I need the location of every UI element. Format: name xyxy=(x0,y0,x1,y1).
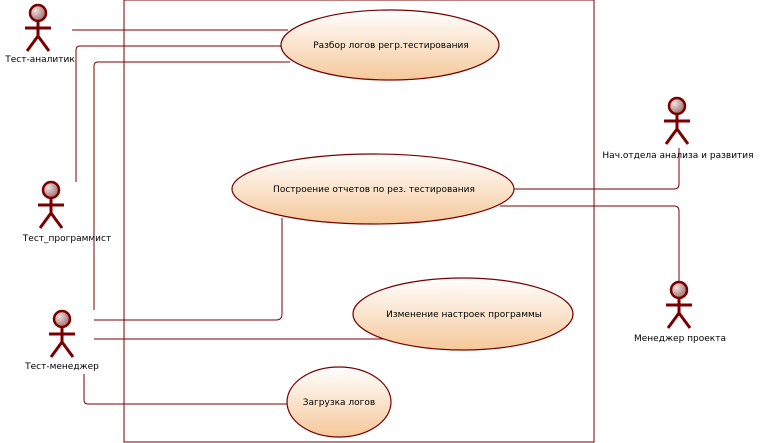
actor-test-programmer[interactable]: Тест_программист xyxy=(22,180,111,244)
association-depthead-reports xyxy=(512,148,680,190)
association-manager-load-logs xyxy=(83,374,290,405)
actor-dept-head[interactable]: Нач.отдела анализа и развития xyxy=(602,96,754,161)
stick-figure-icon xyxy=(664,96,690,145)
use-case-label: Разбор логов регр.тестирования xyxy=(313,41,469,51)
system-boundary xyxy=(123,0,595,443)
association-manager-log-analysis xyxy=(93,61,290,310)
use-case-ellipse xyxy=(231,153,515,225)
actor-label: Нач.отдела анализа и развития xyxy=(602,151,753,161)
use-case-ellipse xyxy=(280,9,500,81)
stick-figure-icon xyxy=(38,180,64,229)
use-case-load-logs[interactable]: Загрузка логов xyxy=(286,366,392,438)
use-case-label: Построение отчетов по рез. тестирования xyxy=(273,185,475,195)
actor-test-manager[interactable]: Тест-менеджер xyxy=(24,309,99,372)
actor-label: Тест-аналитик xyxy=(4,55,75,65)
use-case-settings[interactable]: Изменение настроек программы xyxy=(352,277,574,351)
stick-figure-icon xyxy=(25,3,51,52)
use-case-ellipse xyxy=(352,277,574,351)
association-manager-reports xyxy=(94,218,283,321)
use-case-label: Загрузка логов xyxy=(303,398,375,408)
use-case-label: Изменение настроек программы xyxy=(386,310,542,320)
actor-label: Тест_программист xyxy=(22,234,111,244)
actor-project-manager[interactable]: Менеджер проекта xyxy=(634,280,726,344)
stick-figure-icon xyxy=(49,309,75,358)
association-programmer-log-analysis xyxy=(75,45,284,182)
actor-test-analyst[interactable]: Тест-аналитик xyxy=(4,3,75,65)
use-case-log-analysis[interactable]: Разбор логов регр.тестирования xyxy=(280,9,500,81)
actor-label: Тест-менеджер xyxy=(24,362,99,372)
stick-figure-icon xyxy=(666,280,692,329)
use-case-ellipse xyxy=(286,366,392,438)
association-pm-reports xyxy=(500,205,680,286)
actor-label: Менеджер проекта xyxy=(634,334,726,344)
use-case-reports[interactable]: Построение отчетов по рез. тестирования xyxy=(231,153,515,225)
